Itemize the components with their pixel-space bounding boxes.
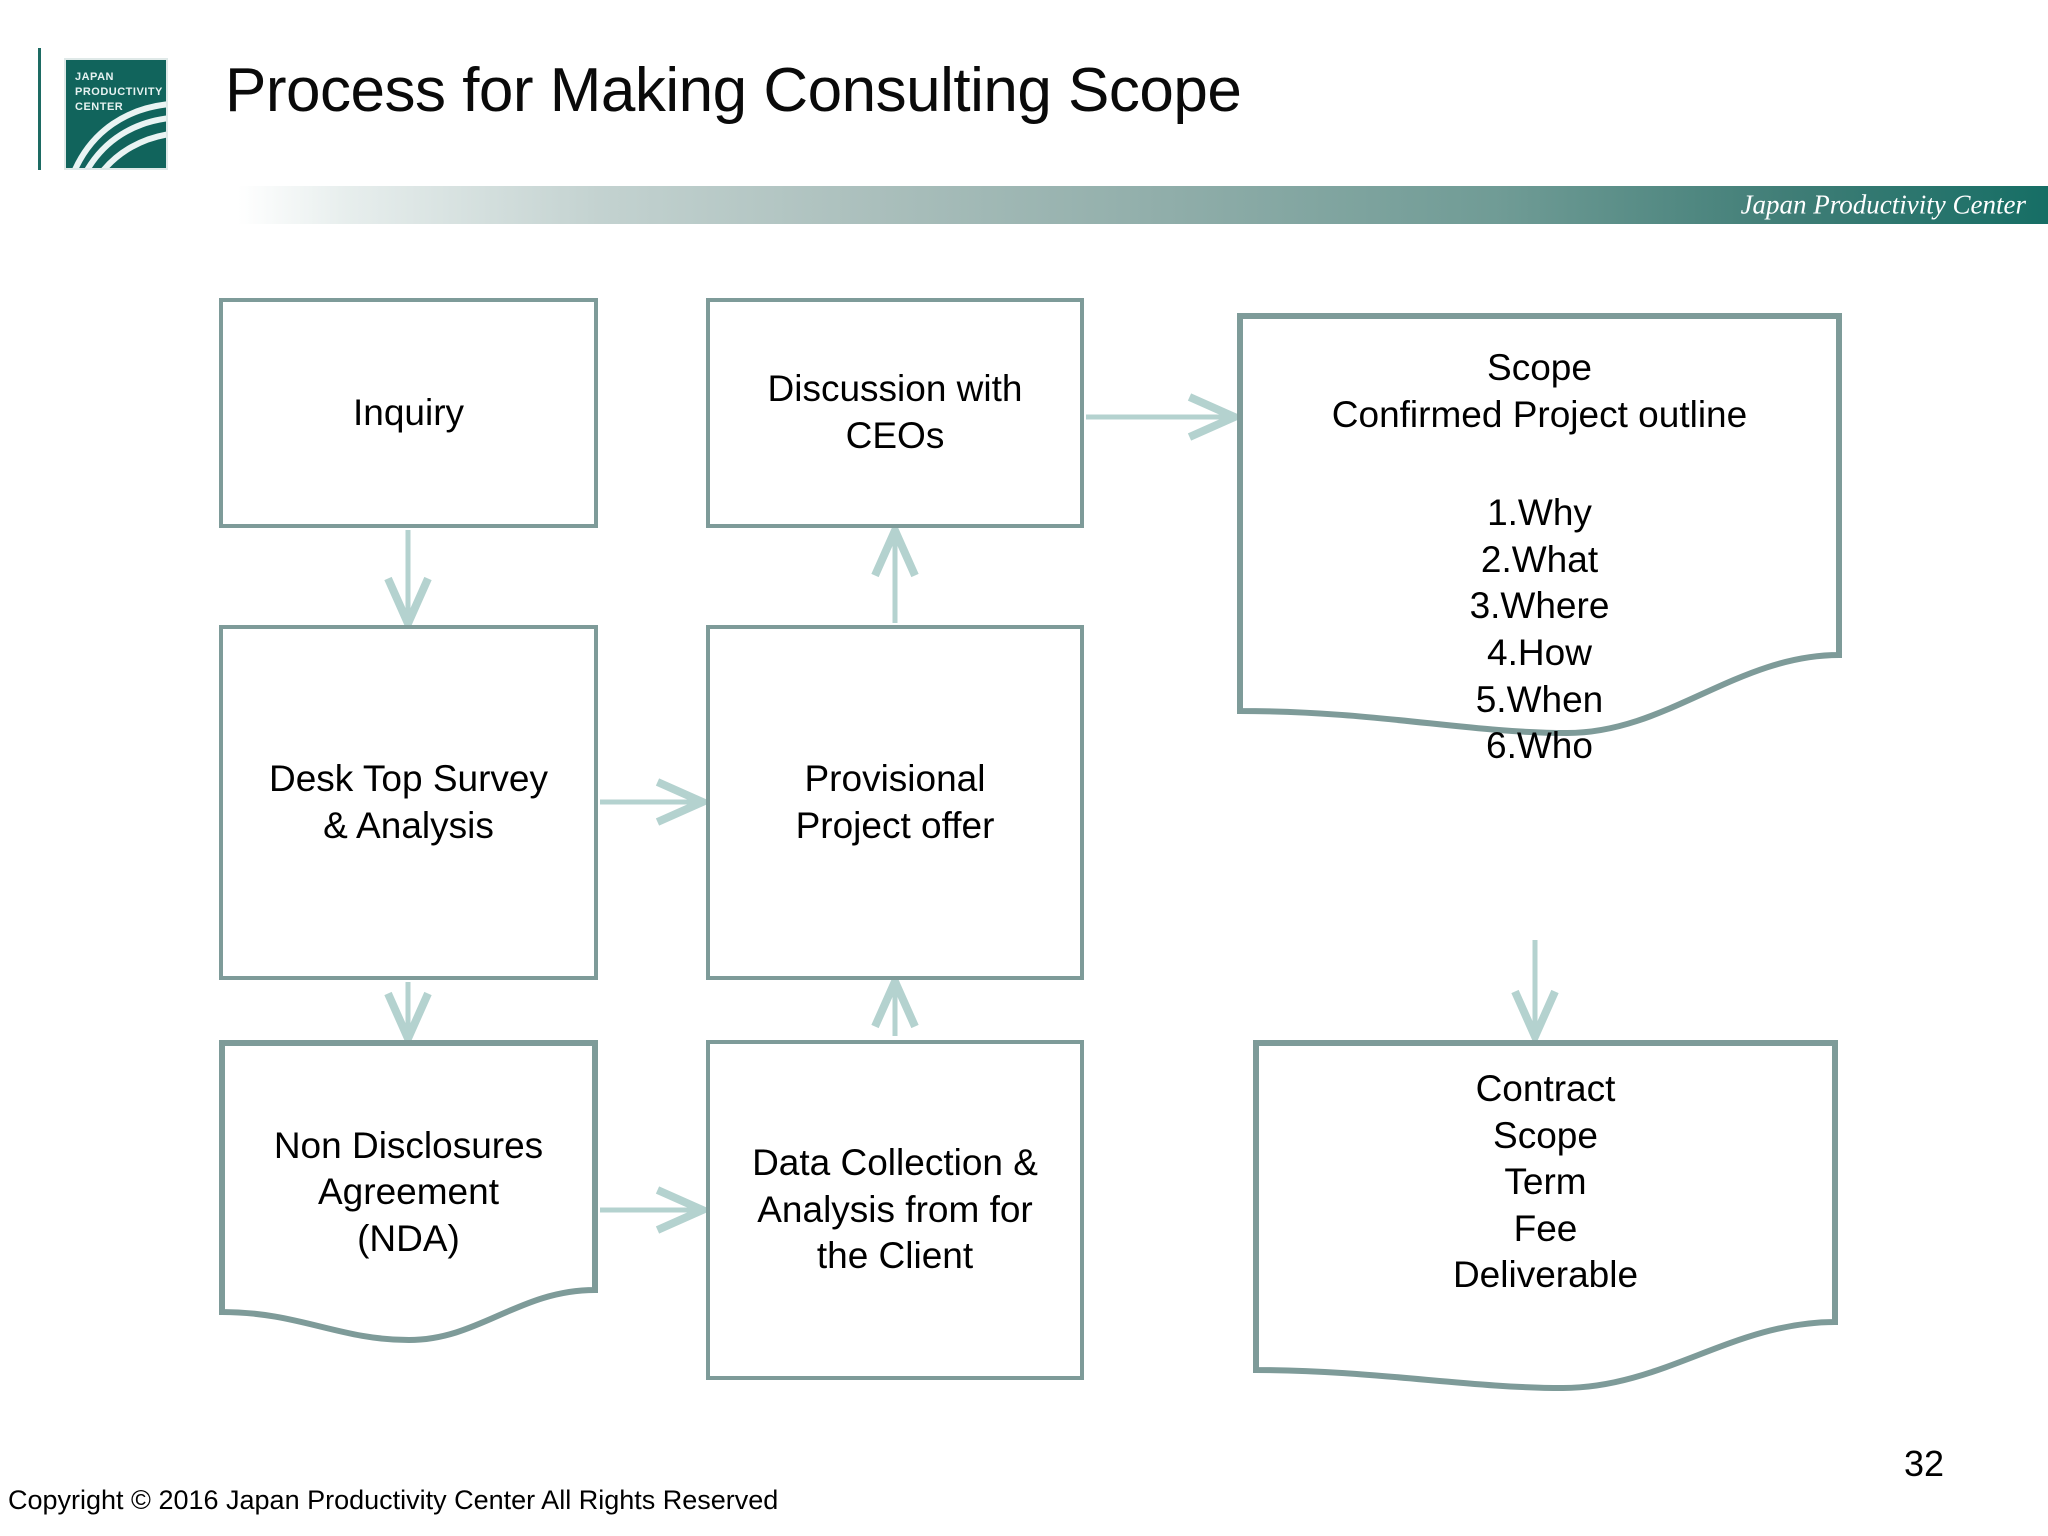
flow-node-scope-heading: Scope Confirmed Project outline <box>1331 347 1748 435</box>
flow-node-provisional-project-offer[interactable]: Provisional Project offer <box>706 625 1084 980</box>
flow-node-desk-top-survey[interactable]: Desk Top Survey & Analysis <box>219 625 598 980</box>
brand-logo: JAPAN PRODUCTIVITY CENTER <box>38 30 190 170</box>
logo-text-line2: PRODUCTIVITY <box>75 86 163 98</box>
flow-node-scope-body: Scope Confirmed Project outline 1.Why 2.… <box>1237 345 1842 770</box>
flow-node-scope-items: 1.Why 2.What 3.Where 4.How 5.When 6.Who <box>1469 492 1610 767</box>
flow-node-discussion-with-ceos-label: Discussion with CEOs <box>767 368 1023 456</box>
page-title: Process for Making Consulting Scope <box>225 56 1242 125</box>
flow-node-data-collection[interactable]: Data Collection & Analysis from for the … <box>706 1040 1084 1380</box>
document-shape-scope <box>1237 313 1842 953</box>
header-band: Japan Productivity Center <box>238 186 2048 224</box>
flow-node-provisional-project-offer-label: Provisional Project offer <box>795 757 995 846</box>
flow-node-contract-items: Contract Scope Term Fee Deliverable <box>1452 1068 1639 1296</box>
flow-node-data-collection-label: Data Collection & Analysis from for the … <box>752 1142 1038 1277</box>
copyright-notice: Copyright © 2016 Japan Productivity Cent… <box>8 1485 779 1515</box>
logo-text-line1: JAPAN <box>75 71 114 83</box>
flow-node-contract-body: Contract Scope Term Fee Deliverable <box>1253 1066 1838 1299</box>
logo-swoosh-icon <box>72 101 166 168</box>
flow-node-inquiry-label: Inquiry <box>352 391 465 433</box>
flow-node-nda[interactable]: Non Disclosures Agreement (NDA) <box>219 1040 598 1345</box>
flow-node-discussion-with-ceos[interactable]: Discussion with CEOs <box>706 298 1084 528</box>
flow-node-scope[interactable]: Scope Confirmed Project outline 1.Why 2.… <box>1237 313 1842 953</box>
logo-text-line3: CENTER <box>75 101 124 113</box>
header-band-label: Japan Productivity Center <box>1740 189 2026 220</box>
flow-node-desk-top-survey-label: Desk Top Survey & Analysis <box>269 757 548 846</box>
logo-accent-rule <box>38 48 41 170</box>
flow-node-inquiry[interactable]: Inquiry <box>219 298 598 528</box>
logo-mark-icon: JAPAN PRODUCTIVITY CENTER <box>64 58 168 170</box>
flow-node-contract[interactable]: Contract Scope Term Fee Deliverable <box>1253 1040 1838 1395</box>
scope-spacer <box>1237 438 1842 490</box>
flow-node-nda-label: Non Disclosures Agreement (NDA) <box>273 1124 544 1259</box>
page-number: 32 <box>1903 1443 1944 1484</box>
document-shape-nda <box>219 1040 598 1345</box>
document-shape-contract <box>1253 1040 1838 1395</box>
